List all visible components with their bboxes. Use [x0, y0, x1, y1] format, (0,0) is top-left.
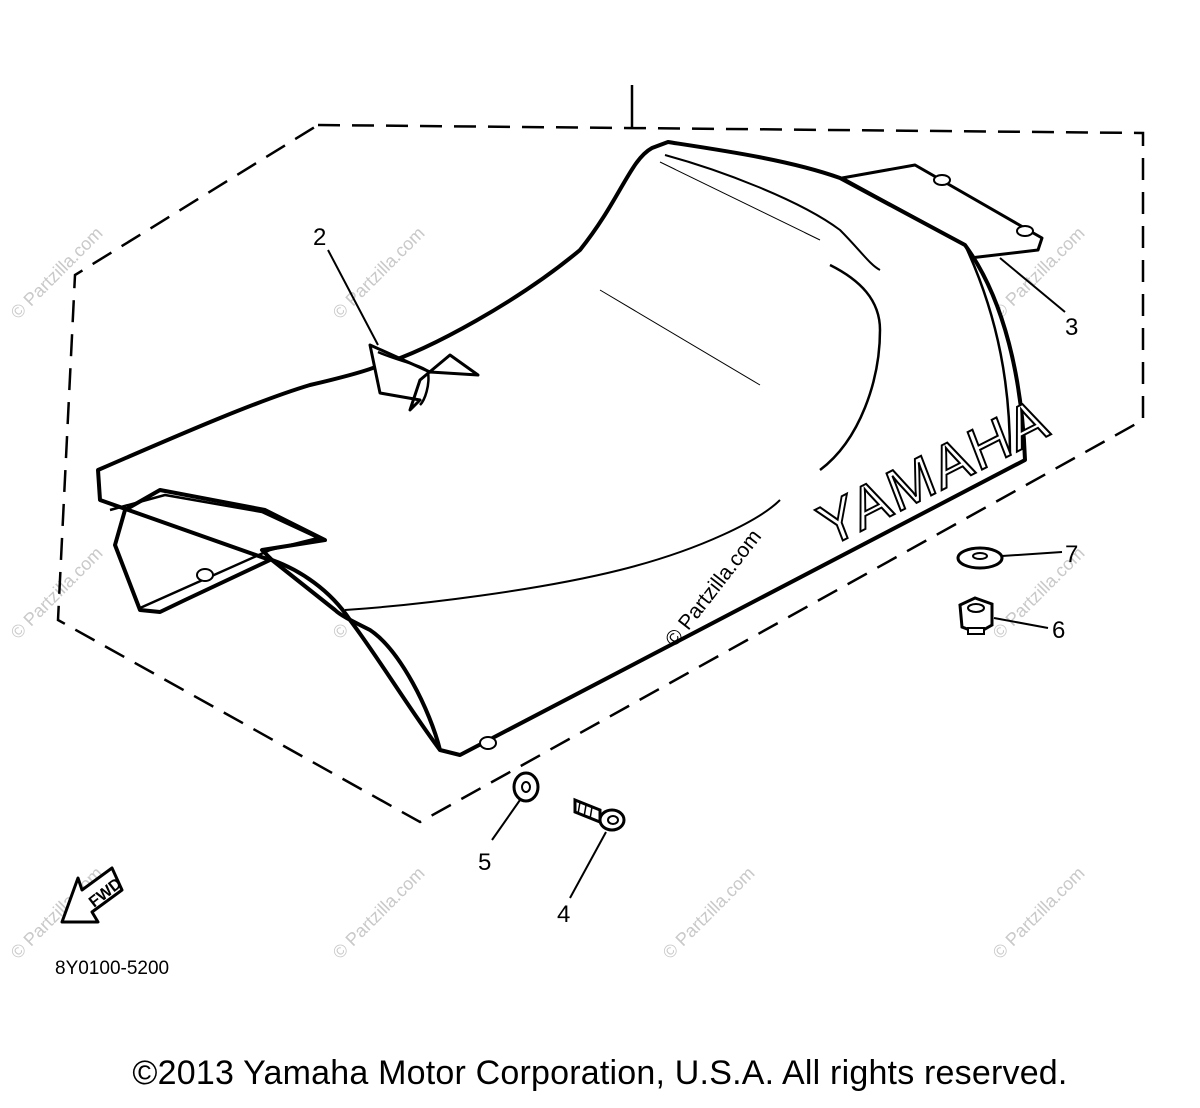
- seat-strap-band: [377, 350, 430, 406]
- leader-line-4: [569, 831, 607, 899]
- callout-label-7: 7: [1065, 541, 1078, 568]
- seat-side-contour-2: [963, 244, 1012, 456]
- seat-strap: [368, 343, 480, 412]
- watermark: © Partzilla.com: [329, 863, 429, 963]
- seat-saddle-contour: [344, 499, 781, 611]
- leader-line-7: [1001, 551, 1063, 557]
- nut-6: [958, 596, 994, 635]
- seat-shell: [96, 140, 1027, 757]
- seat-assembly: [96, 140, 1044, 757]
- washer-7: [956, 546, 1004, 570]
- seat-side-contour: [819, 263, 882, 471]
- callout-label-2: 2: [313, 224, 326, 251]
- leader-line-6: [993, 617, 1049, 629]
- washer-5: [512, 771, 540, 803]
- leader-line-5: [491, 799, 521, 841]
- copyright-notice: ©2013 Yamaha Motor Corporation, U.S.A. A…: [132, 1054, 1068, 1092]
- leader-line-3: [999, 257, 1066, 313]
- seat-center-line: [599, 289, 761, 386]
- diagram-part-code: 8Y0100-5200: [55, 958, 169, 979]
- watermark: © Partzilla.com: [989, 863, 1089, 963]
- watermark: © Partzilla.com: [329, 223, 429, 323]
- bracket-hole: [933, 174, 951, 186]
- callout-label-3: 3: [1065, 314, 1078, 341]
- bracket-hole: [1016, 225, 1034, 237]
- seat-center-line: [659, 161, 821, 241]
- forward-arrow-icon: FWD: [60, 866, 125, 924]
- leader-line-2: [327, 249, 379, 346]
- bolt-4: [573, 797, 626, 832]
- watermark: © Partzilla.com: [659, 863, 759, 963]
- callout-label-6: 6: [1052, 617, 1065, 644]
- watermark: © Partzilla.com: [7, 543, 107, 643]
- watermark: © Partzilla.com: [7, 223, 107, 323]
- seat-mount-hole: [196, 568, 214, 582]
- callout-label-4: 4: [557, 901, 570, 928]
- assembly-boundary: [56, 123, 1145, 824]
- seat-mount-hole: [479, 736, 497, 750]
- seat-front-edge: [271, 558, 442, 752]
- front-flap: [109, 493, 320, 610]
- callout-label-5: 5: [478, 849, 491, 876]
- seat-top-contour: [664, 154, 881, 271]
